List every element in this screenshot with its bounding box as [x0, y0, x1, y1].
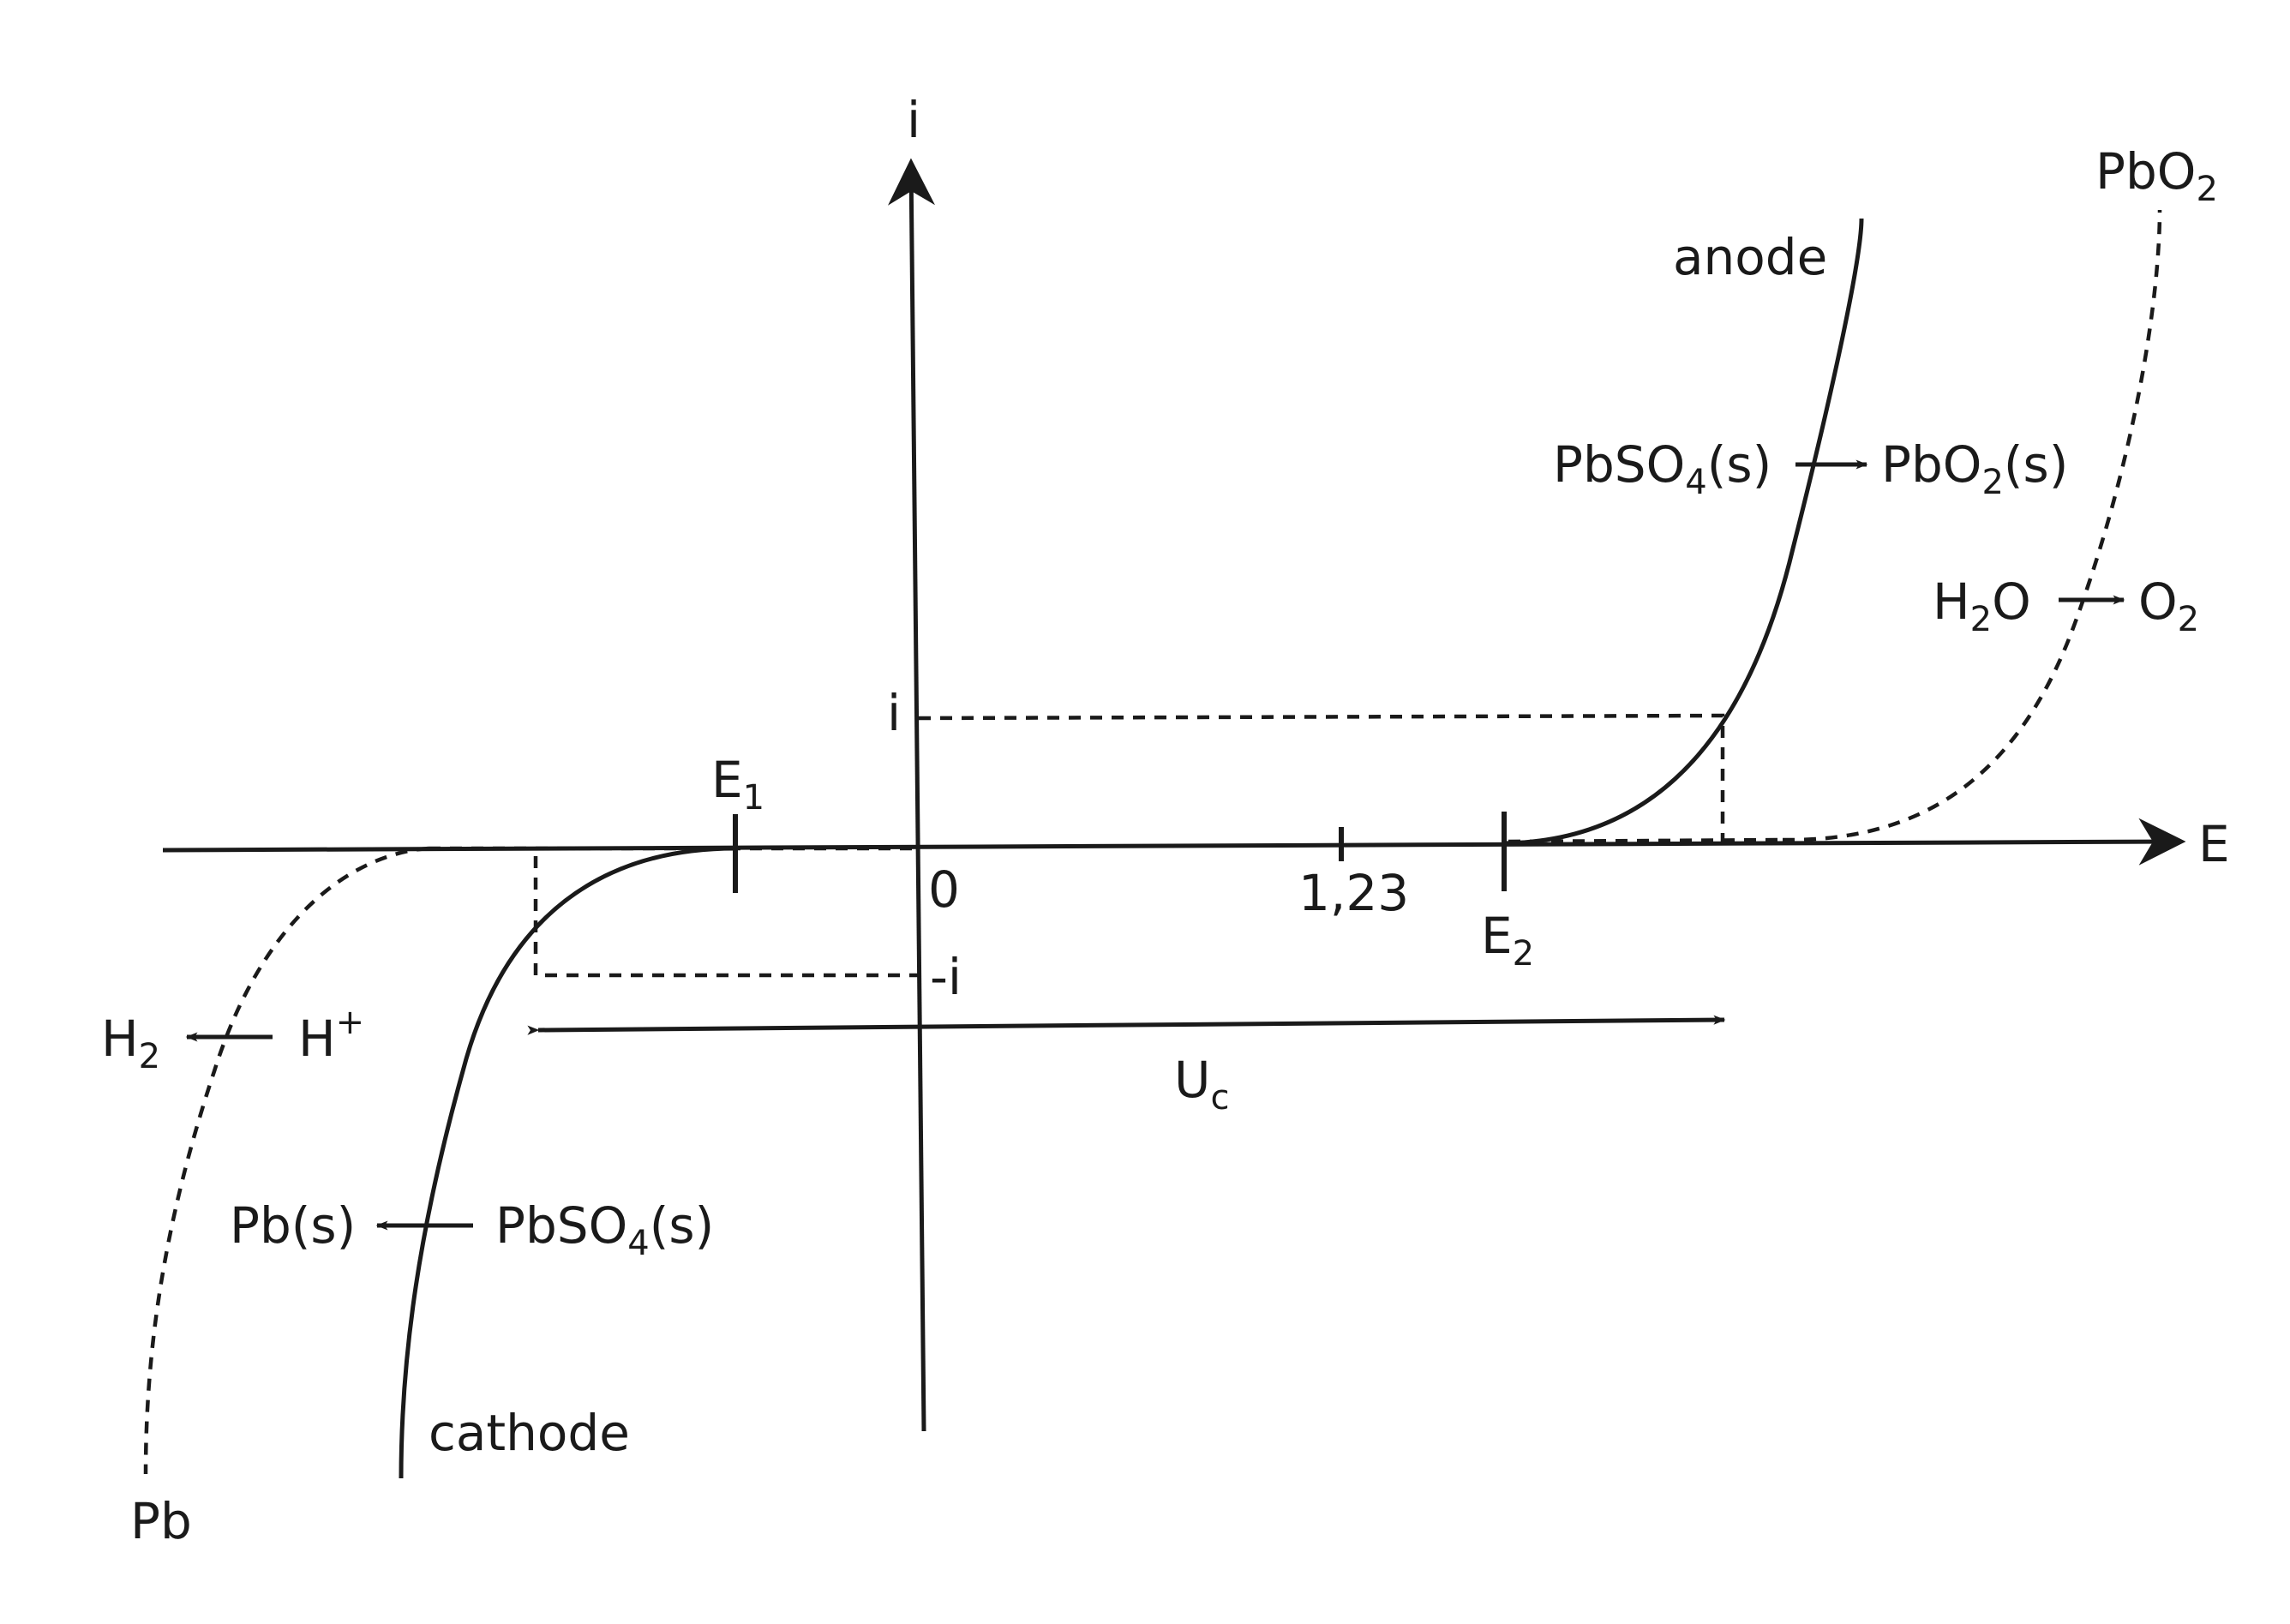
- horizontal-axis-label: E: [2198, 815, 2230, 873]
- pb-curve: [143, 846, 429, 1475]
- cathode-reaction-product: Pb(s): [230, 1196, 356, 1255]
- origin-label: 0: [928, 860, 960, 919]
- vertical-axis-label: i: [907, 91, 920, 149]
- voltage-double-arrow: [527, 1015, 1726, 1035]
- cathode-reaction-reactant: PbSO4(s): [495, 1196, 714, 1263]
- e1-label: E1: [711, 751, 764, 818]
- anode-curve: [1503, 218, 1864, 846]
- anode-label: anode: [1673, 228, 1827, 286]
- pbo2-label: PbO2: [2095, 142, 2218, 209]
- current-neg-label: -i: [930, 948, 962, 1006]
- vertical-axis: [888, 158, 936, 1432]
- cathode-curve: [399, 846, 736, 1479]
- oxygen-reaction-product: O2: [2138, 572, 2199, 639]
- anode-reaction-reactant: PbSO4(s): [1553, 435, 1771, 502]
- pbo2-curve: [1782, 209, 2162, 842]
- horizontal-axis: [162, 818, 2186, 866]
- pb-label: Pb: [130, 1492, 192, 1550]
- voltage-label: Uc: [1174, 1051, 1229, 1118]
- hydrogen-reaction-reactant: H+: [298, 1003, 364, 1068]
- oxygen-reaction-reactant: H2O: [1933, 572, 2031, 639]
- baseline-dash-right: [1508, 837, 1783, 844]
- anode-reaction-product: PbO2(s): [1881, 435, 2068, 502]
- current-pos-guide: [918, 713, 1725, 842]
- cathode-label: cathode: [429, 1404, 630, 1462]
- current-neg-guide: [533, 853, 921, 978]
- e2-label: E2: [1481, 907, 1534, 974]
- hydrogen-reaction-product: H2: [101, 1010, 160, 1076]
- value-123-label: 1,23: [1298, 864, 1409, 922]
- current-pos-label: i: [887, 684, 901, 742]
